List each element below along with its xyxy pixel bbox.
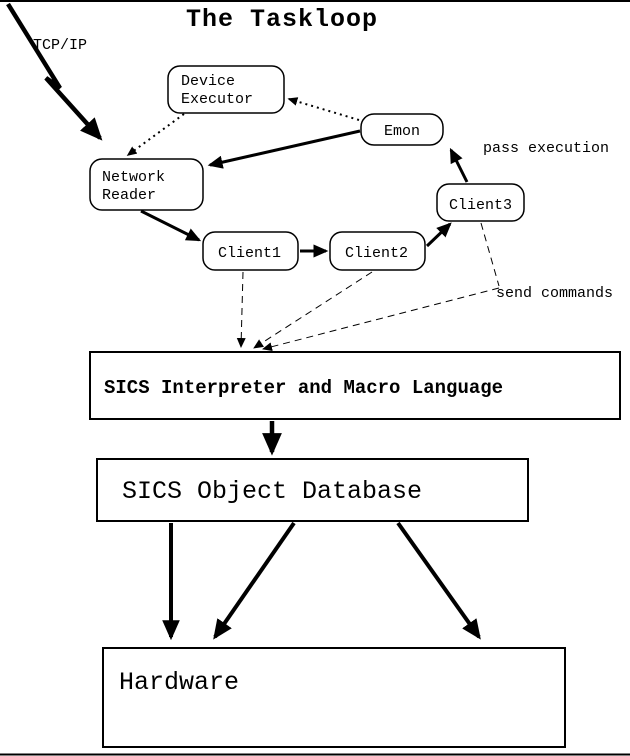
network-reader-box — [89, 158, 204, 211]
device-executor-label-line2: Executor — [181, 91, 253, 108]
client1-node: Client1 — [202, 231, 299, 271]
client3-box — [436, 183, 525, 222]
dashed-arrow-client2-to-interpreter — [253, 271, 373, 349]
client1-label: Client1 — [218, 245, 281, 262]
arrow-database-to-hardware-middle — [213, 521, 296, 640]
arrow-emon-to-network-reader — [207, 129, 361, 169]
emon-label: Emon — [384, 123, 420, 140]
arrow-network-reader-to-client1 — [140, 209, 202, 242]
tcpip-lightning-arrow — [6, 2, 103, 141]
network-reader-node: Network Reader — [89, 158, 204, 211]
network-reader-label-line1: Network — [102, 169, 165, 186]
tcpip-label: TCP/IP — [33, 37, 87, 54]
client2-box — [329, 231, 426, 271]
interpreter-label: SICS Interpreter and Macro Language — [104, 377, 503, 399]
emon-node: Emon — [360, 113, 444, 146]
arrow-client2-to-client3 — [425, 222, 452, 248]
send-commands-label: send commands — [496, 285, 613, 302]
network-reader-label-line2: Reader — [102, 187, 156, 204]
database-box — [96, 458, 529, 522]
database-label: SICS Object Database — [122, 477, 422, 506]
device-executor-label-line1: Device — [181, 73, 235, 90]
hardware-layer: Hardware — [102, 647, 566, 748]
interpreter-box — [89, 351, 621, 420]
dashed-arrow-client3-to-interpreter — [262, 287, 500, 352]
dashed-arrow-client1-to-interpreter — [236, 271, 246, 348]
dashed-line-client3-to-send-commands — [480, 222, 500, 287]
client1-box — [202, 231, 299, 271]
emon-box — [360, 113, 444, 146]
client3-node: Client3 — [436, 183, 525, 222]
hardware-label: Hardware — [119, 668, 239, 697]
client2-node: Client2 — [329, 231, 426, 271]
arrow-database-to-hardware-right — [396, 521, 481, 640]
dotted-arrow-emon-to-device-executor — [287, 97, 360, 121]
hardware-box — [102, 647, 566, 748]
pass-execution-label: pass execution — [483, 140, 609, 157]
interpreter-layer: SICS Interpreter and Macro Language — [89, 351, 621, 420]
device-executor-box — [167, 65, 285, 114]
client3-label: Client3 — [449, 197, 512, 214]
client2-label: Client2 — [345, 245, 408, 262]
arrow-client3-to-emon — [449, 147, 469, 183]
device-executor-node: Device Executor — [167, 65, 285, 114]
diagram-title: The Taskloop — [186, 5, 378, 34]
database-layer: SICS Object Database — [96, 458, 529, 522]
dotted-arrow-device-executor-to-network-reader — [126, 113, 185, 156]
